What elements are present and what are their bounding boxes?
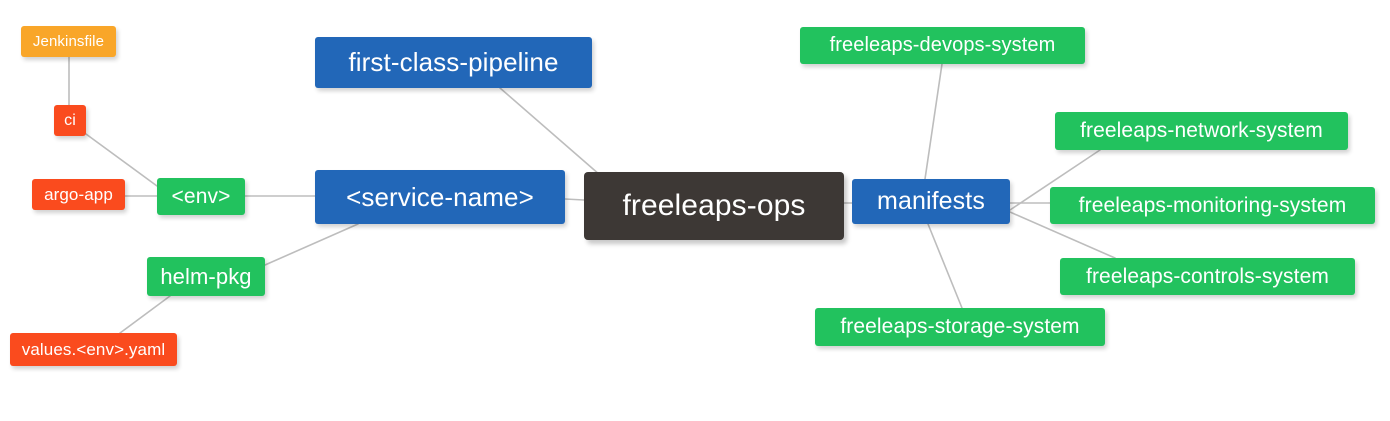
node-argo-app[interactable]: argo-app bbox=[32, 179, 125, 210]
node-label: freeleaps-storage-system bbox=[840, 315, 1080, 338]
edge-manifests-to-freeleaps-devops-system bbox=[924, 63, 943, 180]
node-first-class-pipeline[interactable]: first-class-pipeline bbox=[315, 37, 592, 88]
node-label: freeleaps-ops bbox=[622, 189, 806, 222]
node-freeleaps-ops[interactable]: freeleaps-ops bbox=[584, 172, 844, 240]
node-freeleaps-monitoring-system[interactable]: freeleaps-monitoring-system bbox=[1050, 187, 1375, 224]
node-label: manifests bbox=[877, 187, 985, 215]
edge-freeleaps-ops-to-first-class-pipeline bbox=[499, 87, 601, 176]
node-freeleaps-controls-system[interactable]: freeleaps-controls-system bbox=[1060, 258, 1355, 295]
node-freeleaps-storage-system[interactable]: freeleaps-storage-system bbox=[815, 308, 1105, 346]
node-label: ci bbox=[64, 111, 76, 129]
node-freeleaps-devops-system[interactable]: freeleaps-devops-system bbox=[800, 27, 1085, 64]
node-freeleaps-network-system[interactable]: freeleaps-network-system bbox=[1055, 112, 1348, 150]
node-label: freeleaps-controls-system bbox=[1086, 264, 1329, 288]
edge-helm-pkg-to-values-env-yaml bbox=[119, 295, 171, 334]
node-values-env-yaml[interactable]: values.<env>.yaml bbox=[10, 333, 177, 366]
node-label: freeleaps-network-system bbox=[1080, 119, 1323, 142]
node-label: Jenkinsfile bbox=[32, 33, 105, 50]
node-label: helm-pkg bbox=[160, 263, 252, 289]
edge-freeleaps-ops-to-service-name bbox=[564, 198, 585, 201]
node-ci[interactable]: ci bbox=[54, 105, 86, 136]
node-label: <service-name> bbox=[346, 181, 534, 212]
edge-service-name-to-helm-pkg bbox=[264, 223, 359, 266]
node-label: values.<env>.yaml bbox=[21, 339, 166, 359]
node-manifests[interactable]: manifests bbox=[852, 179, 1010, 224]
node-label: <env> bbox=[171, 184, 231, 208]
node-env[interactable]: <env> bbox=[157, 178, 245, 215]
edge-manifests-to-freeleaps-storage-system bbox=[927, 223, 963, 309]
node-label: argo-app bbox=[44, 184, 113, 204]
node-label: first-class-pipeline bbox=[348, 47, 559, 77]
node-label: freeleaps-monitoring-system bbox=[1078, 193, 1347, 217]
node-service-name[interactable]: <service-name> bbox=[315, 170, 565, 224]
node-helm-pkg[interactable]: helm-pkg bbox=[147, 257, 265, 296]
node-label: freeleaps-devops-system bbox=[829, 34, 1056, 56]
node-jenkinsfile[interactable]: Jenkinsfile bbox=[21, 26, 116, 57]
